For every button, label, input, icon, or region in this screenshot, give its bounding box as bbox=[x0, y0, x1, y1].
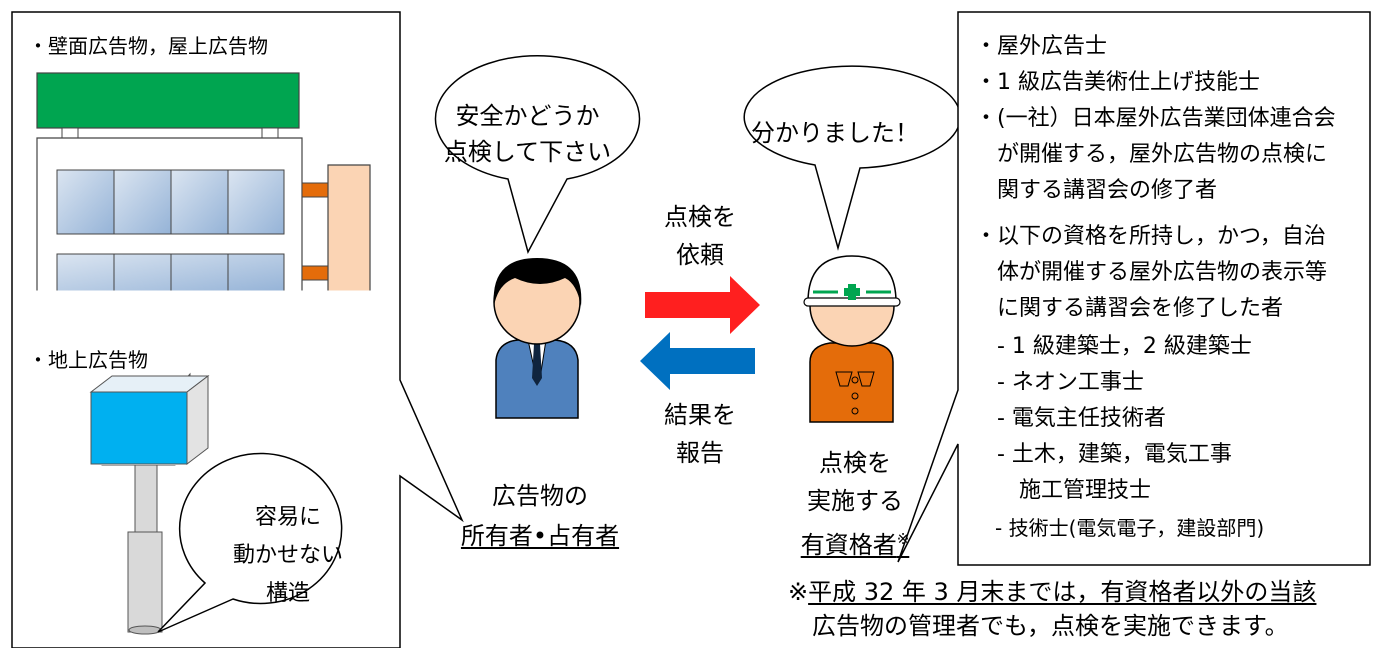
qualification-line: が開催する，屋外広告物の点検に bbox=[975, 142, 1328, 167]
qualification-line: - ネオン工事士 bbox=[975, 370, 1144, 395]
qualification-line: ・屋外広告士 bbox=[975, 34, 1108, 59]
owner-person-illustration bbox=[493, 258, 582, 419]
ground-sign-speech-bubble bbox=[157, 452, 343, 633]
footnote-line2: 広告物の管理者でも，点検を実施できます。 bbox=[812, 612, 1289, 640]
qualification-line: ・(一社）日本屋外広告業団体連合会 bbox=[975, 106, 1336, 131]
wall-rooftop-signs-label: ・壁面広告物，屋上広告物 bbox=[28, 34, 268, 58]
owner-caption-underlined: 所有者•占有者 bbox=[460, 522, 620, 550]
ground-sign-speech-text: 容易に 動かせない 構造 bbox=[232, 505, 343, 606]
ground-sign-panel bbox=[90, 391, 188, 465]
inspector-speech-bubble bbox=[743, 65, 962, 251]
qualification-line: - 技術士(電気電子，建設部門) bbox=[975, 516, 1265, 540]
inspector-person-illustration bbox=[803, 255, 901, 423]
qualification-line: 関する講習会の修了者 bbox=[975, 178, 1218, 203]
request-label: 点検を 依頼 bbox=[664, 203, 736, 269]
qualification-line: - 電気主任技術者 bbox=[975, 406, 1166, 431]
owner-caption: 広告物の 所有者•占有者 bbox=[460, 482, 620, 550]
inspector-caption-underlined: 有資格者※ bbox=[800, 530, 910, 559]
qualification-line: 体が開催する屋外広告物の表示等 bbox=[975, 260, 1328, 285]
qualification-line: に関する講習会を修了した者 bbox=[975, 296, 1284, 321]
right-callout-frame bbox=[897, 11, 1371, 566]
rooftop-billboard bbox=[36, 72, 300, 129]
qualification-line: ・1 級広告美術仕上げ技能士 bbox=[975, 70, 1260, 95]
footnote-line1: ※平成 32 年 3 月末までは，有資格者以外の当該 bbox=[788, 578, 1317, 606]
report-label: 結果を 報告 bbox=[664, 401, 736, 467]
qualification-line: 施工管理技士 bbox=[975, 478, 1152, 503]
ground-signs-label: ・地上広告物 bbox=[28, 348, 148, 372]
report-arrow bbox=[640, 332, 755, 390]
ground-sign-illustration bbox=[89, 372, 210, 635]
qualification-line: - 1 級建築士，2 級建築士 bbox=[975, 334, 1252, 359]
qualification-line: ・以下の資格を所持し，かつ，自治 bbox=[975, 224, 1326, 249]
building-windows bbox=[56, 169, 285, 292]
owner-speech-bubble bbox=[434, 54, 641, 255]
inspector-speech-text: 分かりました！ bbox=[751, 119, 919, 147]
wall-sign bbox=[327, 164, 371, 292]
request-arrow bbox=[645, 276, 760, 334]
building-illustration bbox=[18, 72, 394, 294]
inspector-caption: 点検を 実施する 有資格者※ bbox=[800, 449, 910, 559]
owner-speech-text: 安全かどうか 点検して下さい bbox=[443, 102, 612, 166]
qualification-line: - 土木，建築，電気工事 bbox=[975, 442, 1232, 467]
